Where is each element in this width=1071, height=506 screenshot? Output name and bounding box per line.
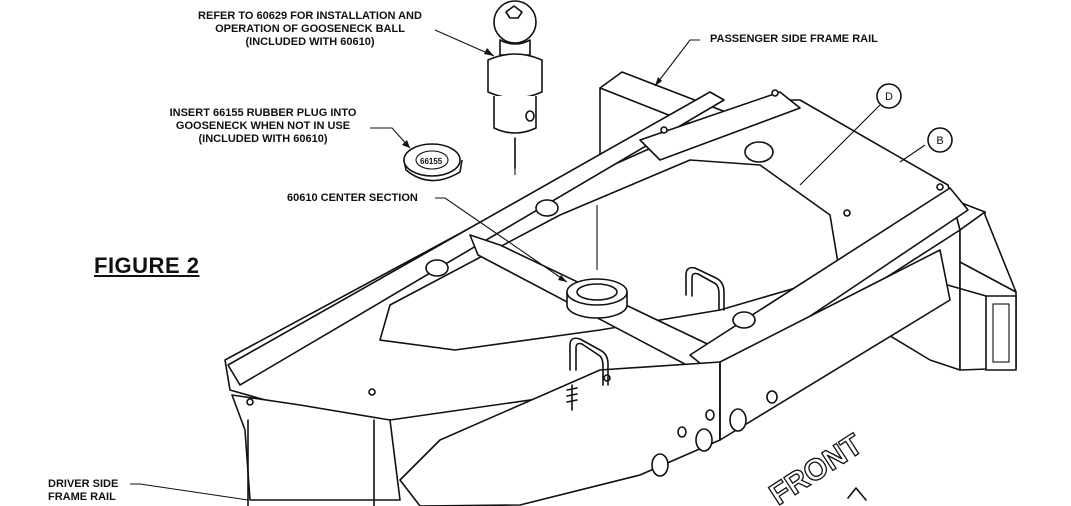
front-bracket <box>399 249 951 506</box>
front-label: FRONT <box>764 428 869 506</box>
gooseneck-socket <box>566 278 628 319</box>
driver-side-rail-callout: DRIVER SIDE FRAME RAIL <box>48 478 118 504</box>
gooseneck-ball-callout-line-3: (INCLUDED WITH 60610) <box>245 36 375 48</box>
svg-text:66155: 66155 <box>420 157 443 166</box>
detail-marker-d: D <box>876 83 902 109</box>
detail-marker-b-label: B <box>936 135 943 147</box>
rubber-plug-callout-line-1: INSERT 66155 RUBBER PLUG INTO <box>169 107 357 119</box>
rubber-plug-callout: INSERT 66155 RUBBER PLUG INTO GOOSENECK … <box>155 107 371 146</box>
leader-arrowheads <box>402 48 662 282</box>
leader-lines <box>130 29 926 501</box>
plate-holes <box>246 89 944 406</box>
center-section-callout: 60610 CENTER SECTION <box>287 192 418 204</box>
gooseneck-ball-callout-line-1: REFER TO 60629 FOR INSTALLATION AND <box>198 10 422 22</box>
driver-side-frame-rail <box>231 394 401 506</box>
driver-side-rail-callout-line-1: DRIVER SIDE <box>48 478 119 490</box>
figure-title: FIGURE 2 <box>94 253 200 278</box>
detail-marker-d-label: D <box>885 91 893 103</box>
center-section-plate <box>224 99 961 421</box>
driver-side-rail-callout-line-2: FRAME RAIL <box>48 491 116 503</box>
rubber-plug-callout-line-2: GOOSENECK WHEN NOT IN USE <box>175 120 351 132</box>
gooseneck-ball <box>487 0 543 169</box>
gooseneck-ball-callout: REFER TO 60629 FOR INSTALLATION AND OPER… <box>178 10 442 49</box>
safety-chain-loops <box>566 266 725 411</box>
detail-marker-b: B <box>927 127 953 153</box>
front-arrow-icon <box>847 487 867 501</box>
passenger-side-rail-callout: PASSENGER SIDE FRAME RAIL <box>710 33 878 45</box>
gooseneck-ball-callout-line-2: OPERATION OF GOOSENECK BALL <box>215 23 405 35</box>
front-direction-indicator: FRONT <box>763 427 869 506</box>
rubber-plug-callout-line-3: (INCLUDED WITH 60610) <box>198 133 328 145</box>
rubber-plug: 66155 <box>403 143 463 182</box>
